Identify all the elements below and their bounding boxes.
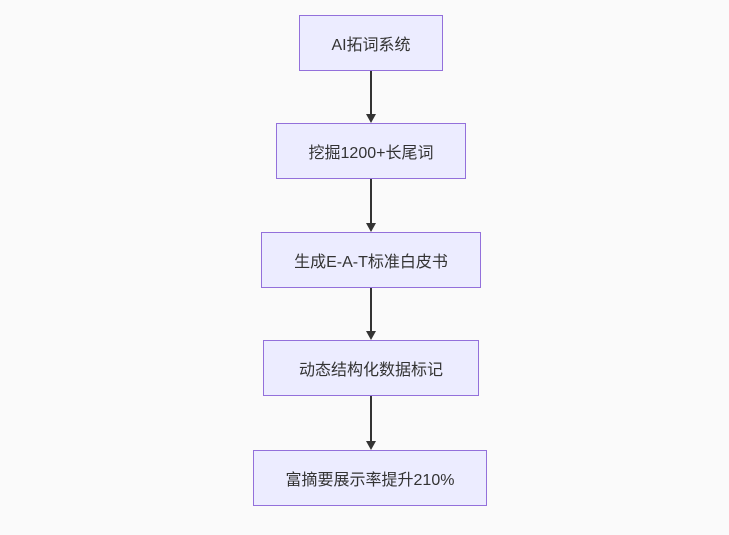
- edge-line: [370, 179, 372, 223]
- flow-node-ai-keyword-system: AI拓词系统: [299, 15, 443, 71]
- flow-node-structured-data-markup: 动态结构化数据标记: [263, 340, 479, 396]
- edge-line: [370, 396, 372, 441]
- flow-node-label: 动态结构化数据标记: [298, 362, 443, 379]
- flow-node-label: 生成E-A-T标准白皮书: [294, 254, 448, 271]
- flow-node-rich-snippet-result: 富摘要展示率提升210%: [253, 450, 487, 506]
- flow-edge-2: [366, 179, 376, 232]
- flow-edge-3: [366, 288, 376, 340]
- flow-edge-1: [366, 71, 376, 123]
- flow-edge-4: [366, 396, 376, 450]
- flow-node-label: 挖掘1200+长尾词: [308, 145, 434, 162]
- arrowhead-down-icon: [366, 223, 376, 232]
- edge-line: [370, 288, 372, 331]
- flow-node-label: AI拓词系统: [331, 37, 411, 54]
- arrowhead-down-icon: [366, 114, 376, 123]
- edge-line: [370, 71, 372, 114]
- arrowhead-down-icon: [366, 331, 376, 340]
- flow-node-longtail-mining: 挖掘1200+长尾词: [276, 123, 466, 179]
- flow-node-label: 富摘要展示率提升210%: [285, 472, 455, 489]
- arrowhead-down-icon: [366, 441, 376, 450]
- flow-node-eat-whitepaper: 生成E-A-T标准白皮书: [261, 232, 481, 288]
